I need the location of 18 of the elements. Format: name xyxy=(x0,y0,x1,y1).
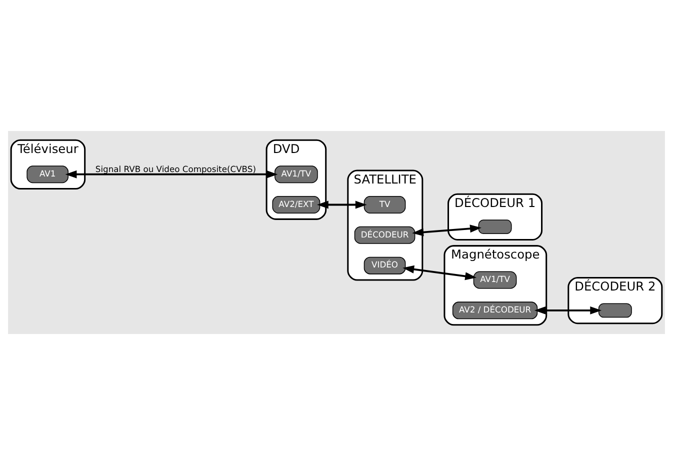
node-box: AV1/TV xyxy=(274,166,318,184)
node-box: AV2/EXT xyxy=(272,196,320,214)
node-box: AV2 / DÉCODEUR xyxy=(452,302,538,320)
arrow xyxy=(316,200,367,209)
node-box xyxy=(598,303,632,318)
cluster: DÉCODEUR 2 xyxy=(568,276,663,324)
node-box: AV1 xyxy=(26,166,68,184)
node-box: AV1/TV xyxy=(473,271,517,289)
arrow xyxy=(402,265,477,280)
edge-label: Signal RVB ou Video Composite(CVBS) xyxy=(95,164,256,174)
node-box: DÉCODEUR xyxy=(354,226,416,244)
arrow xyxy=(534,306,602,314)
arrow xyxy=(65,170,278,178)
arrow xyxy=(412,224,482,236)
node-box: VIDÉO xyxy=(364,256,406,274)
cluster: DÉCODEUR 1 xyxy=(448,193,543,240)
node-box: TV xyxy=(364,196,406,214)
node-box xyxy=(478,220,512,234)
